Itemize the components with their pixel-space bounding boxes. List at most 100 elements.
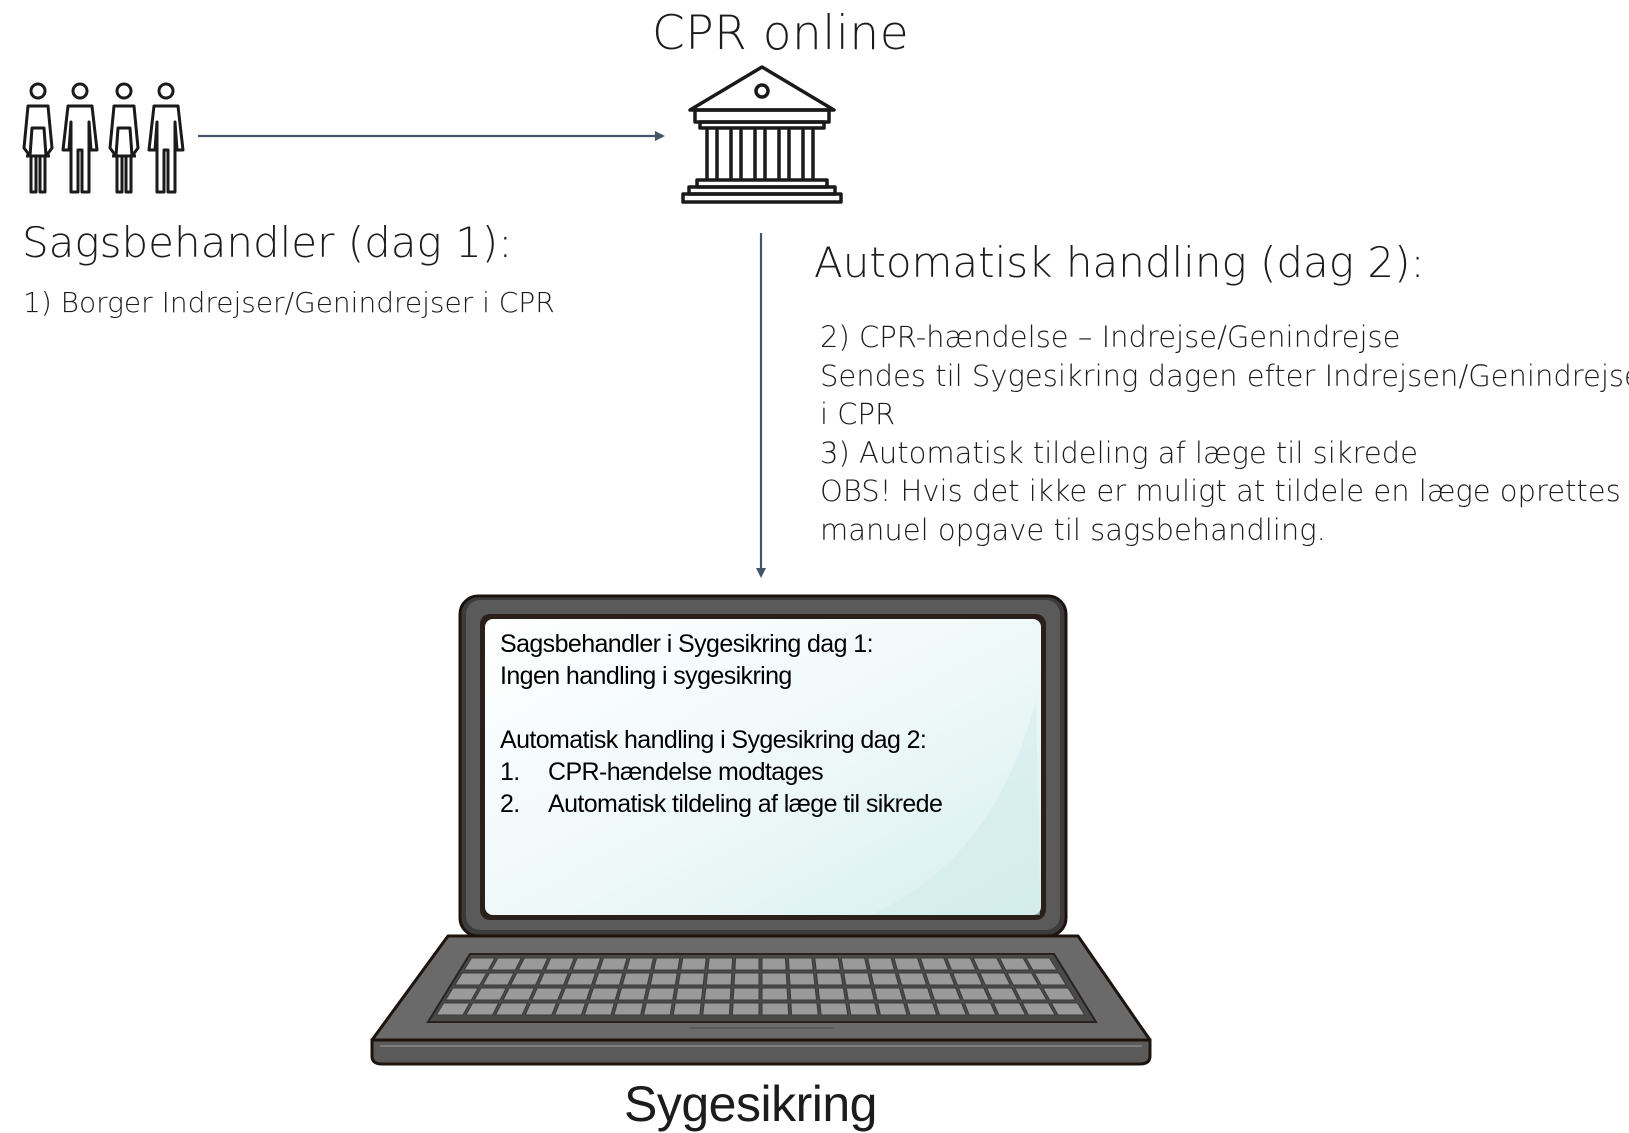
keyboard-key [819, 1002, 849, 1016]
keyboard-key [613, 1002, 644, 1016]
keyboard-key [481, 972, 515, 986]
keyboard-key [502, 987, 536, 1001]
keyboard-key [588, 987, 620, 1001]
keyboard-key [559, 987, 592, 1001]
keyboard-key [453, 972, 488, 986]
keyboard-key [617, 987, 648, 1001]
keyboard-key [702, 1002, 731, 1016]
keyboard-key [901, 987, 933, 1001]
keyboard-key [1021, 1002, 1056, 1016]
keyboard-key [517, 957, 549, 971]
keyboard-key [554, 1002, 587, 1016]
keyboard-key [843, 972, 872, 986]
automatisk-line: Sendes til Sygesikring dagen efter Indre… [820, 358, 1629, 393]
list-text: Automatisk tildeling af læge til sikrede [548, 790, 943, 818]
keyboard-key [972, 957, 1004, 971]
laptop-icon [370, 594, 1152, 1066]
keyboard-key [524, 1002, 558, 1016]
keyboard-key [1006, 972, 1040, 986]
keyboard-key [598, 957, 628, 971]
sygesikring-title: Sygesikring [624, 1076, 877, 1132]
screen-line: Automatisk handling i Sygesikring dag 2: [500, 726, 927, 754]
keyboard-key [621, 972, 651, 986]
automatisk-line: OBS! Hvis det ikke er muligt at tildele … [820, 474, 1629, 508]
keyboard-key [877, 1002, 908, 1016]
list-number: 2. [500, 790, 520, 818]
keyboard-key [924, 972, 956, 986]
keyboard-key [814, 957, 841, 971]
keyboard-key [946, 957, 977, 971]
sagsbehandler-title: Sagsbehandler (dag 1): [22, 218, 513, 267]
automatisk-line: 2) CPR-hændelse – Indrejse/Genindrejse [820, 320, 1401, 354]
keyboard-key [509, 972, 542, 986]
keyboard-key [649, 972, 678, 986]
keyboard-key [788, 972, 816, 986]
keyboard-key [565, 972, 597, 986]
keyboard-key [963, 1002, 997, 1016]
keyboard-key [531, 987, 564, 1001]
keyboard-key [952, 972, 984, 986]
keyboard-key [845, 987, 875, 1001]
automatisk-line: 3) Automatisk tildeling af læge til sikr… [820, 435, 1418, 470]
keyboard-key [761, 1002, 790, 1016]
keyboard-key [934, 1002, 967, 1016]
keyboard-key [985, 987, 1019, 1001]
keyboard-key [653, 957, 681, 971]
list-number: 1. [500, 758, 520, 786]
keyboard-key [840, 957, 868, 971]
keyboard-key [703, 987, 732, 1001]
keyboard-key [435, 1002, 471, 1016]
keyboard-key [929, 987, 962, 1001]
keyboard-key [848, 1002, 879, 1016]
screen-list-item: 1. CPR-hændelse modtages [500, 756, 1020, 788]
keyboard-key [893, 957, 923, 971]
keyboard-key [490, 957, 523, 971]
laptop-screen-text: Sagsbehandler i Sygesikring dag 1: Ingen… [500, 628, 1020, 820]
keyboard-key [1033, 972, 1068, 986]
keyboard-key [789, 987, 818, 1001]
keyboard-key [998, 957, 1031, 971]
keyboard-key [957, 987, 990, 1001]
screen-line: Ingen handling i sygesikring [500, 662, 792, 690]
keyboard-key [642, 1002, 673, 1016]
screen-list-item: 2. Automatisk tildeling af læge til sikr… [500, 788, 1020, 820]
automatisk-line: i CPR [820, 397, 896, 431]
screen-line: Sagsbehandler i Sygesikring dag 1: [500, 630, 874, 658]
keyboard-key [870, 972, 900, 986]
keyboard-key [463, 957, 496, 971]
cpr-online-title: CPR online [652, 6, 910, 61]
keyboard-key [867, 957, 896, 971]
list-text: CPR-hændelse modtages [548, 758, 824, 786]
government-building-icon [681, 65, 843, 204]
keyboard-key [494, 1002, 529, 1016]
keyboard-key [790, 1002, 819, 1016]
automatisk-description: 2) CPR-hændelse – Indrejse/Genindrejse S… [820, 318, 1629, 549]
keyboard-key [731, 1002, 760, 1016]
keyboard-key [732, 987, 760, 1001]
keyboard-key [707, 957, 734, 971]
keyboard-key [646, 987, 676, 1001]
keyboard-key [906, 1002, 938, 1016]
keyboard-key [444, 987, 479, 1001]
keyboard-key [787, 957, 814, 971]
keyboard-key [465, 1002, 500, 1016]
keyboard-key [473, 987, 507, 1001]
keyboard-key [583, 1002, 615, 1016]
keyboard-key [625, 957, 654, 971]
keyboard-key [672, 1002, 702, 1016]
keyboard-key [1014, 987, 1048, 1001]
keyboard-key [734, 957, 760, 971]
keyboard-key [675, 987, 704, 1001]
keyboard-key [544, 957, 575, 971]
keyboard-key [680, 957, 707, 971]
keyboard-key [1042, 987, 1077, 1001]
keyboard-key [537, 972, 569, 986]
keyboard-key [705, 972, 733, 986]
keyboard-key [979, 972, 1012, 986]
people-group-icon [22, 82, 185, 194]
keyboard-key [1050, 1002, 1086, 1016]
keyboard-key [815, 972, 844, 986]
keyboard-key [761, 987, 789, 1001]
keyboard-key [733, 972, 760, 986]
